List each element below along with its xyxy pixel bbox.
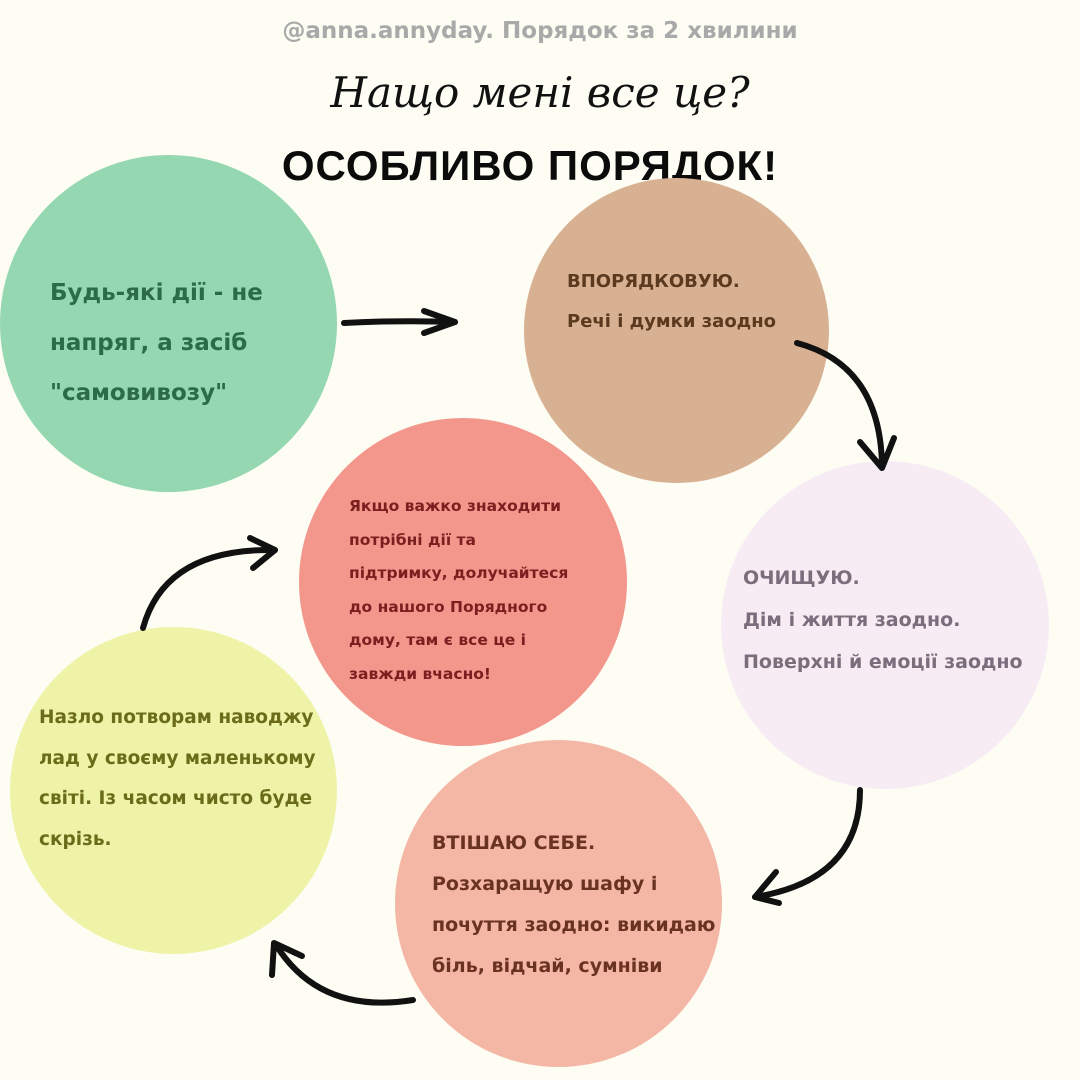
green-line-2: напряг, а засіб: [50, 330, 248, 356]
arrow-lavender-to-peach-icon: [752, 787, 863, 906]
yellow-circle-text: Назло потворам наводжу лад у своєму мале…: [39, 698, 316, 860]
lavender-circle: [721, 461, 1049, 789]
arrow-peach-to-yellow-icon: [269, 940, 416, 1006]
tan-heading: ВПОРЯДКОВУЮ.: [567, 271, 740, 292]
center-line-2: потрібні дії та: [349, 530, 476, 549]
lavender-line-1: Дім і життя заодно.: [743, 609, 961, 631]
yellow-line-2: лад у своєму маленькому: [39, 747, 316, 769]
center-circle: [299, 418, 627, 746]
center-line-4: до нашого Порядного: [349, 597, 548, 616]
peach-line-1: Розхаращую шафу і: [432, 873, 658, 895]
center-line-6: завжди вчасно!: [349, 664, 491, 683]
yellow-line-4: скрізь.: [39, 828, 112, 850]
green-circle: [0, 155, 337, 492]
center-line-5: дому, там є все це і: [349, 631, 526, 649]
author-handle: @anna.annyday. Порядок за 2 хвилини: [282, 18, 798, 44]
center-line-1: Якщо важко знаходити: [349, 497, 561, 515]
yellow-line-1: Назло потворам наводжу: [39, 707, 314, 728]
lavender-line-2: Поверхні й емоції заодно: [743, 651, 1023, 673]
peach-circle: [395, 740, 722, 1067]
center-line-3: підтримку, долучайтеся: [349, 564, 569, 582]
tan-circle-text: ВПОРЯДКОВУЮ. Речі і думки заодно: [567, 262, 776, 342]
arrow-tan-to-lavender-icon: [794, 340, 897, 471]
arrow-yellow-to-center-icon: [140, 535, 278, 631]
center-circle-text: Якщо важко знаходити потрібні дії та під…: [349, 490, 568, 691]
yellow-circle: [10, 627, 337, 954]
green-line-3: "самовивозу": [50, 380, 228, 406]
lavender-circle-text: ОЧИЩУЮ. Дім і життя заодно. Поверхні й е…: [743, 557, 1023, 683]
arrow-green-to-tan-icon: [341, 308, 458, 336]
script-subtitle: Нащо мені все це?: [330, 68, 750, 117]
peach-circle-text: ВТІШАЮ СЕБЕ. Розхаращую шафу і почуття з…: [432, 823, 715, 987]
tan-line-1: Речі і думки заодно: [567, 311, 777, 332]
green-line-1: Будь-які дії - не: [50, 280, 263, 306]
peach-heading: ВТІШАЮ СЕБЕ.: [432, 832, 596, 854]
lavender-heading: ОЧИЩУЮ.: [743, 567, 860, 589]
peach-line-2: почуття заодно: викидаю: [432, 914, 716, 936]
peach-line-3: біль, відчай, сумніви: [432, 955, 663, 977]
tan-circle: [524, 178, 829, 483]
green-circle-text: Будь-які дії - не напряг, а засіб "самов…: [50, 268, 263, 418]
yellow-line-3: світі. Із часом чисто буде: [39, 788, 313, 809]
